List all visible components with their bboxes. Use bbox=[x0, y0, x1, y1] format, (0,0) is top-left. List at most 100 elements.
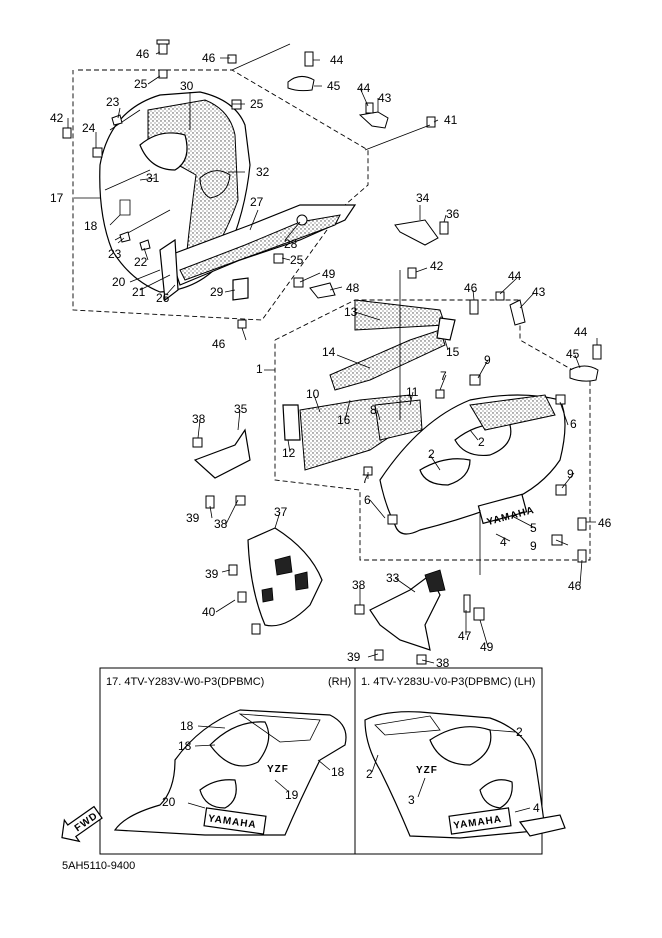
callout-36: 36 bbox=[446, 207, 460, 221]
callout-18: 18 bbox=[331, 765, 345, 779]
callout-16: 16 bbox=[337, 413, 351, 427]
callout-43: 43 bbox=[378, 91, 392, 105]
callout-20: 20 bbox=[162, 795, 176, 809]
bracket-33 bbox=[354, 569, 485, 665]
callout-38: 38 bbox=[436, 656, 450, 670]
leader-lines bbox=[67, 43, 598, 664]
callout-2: 2 bbox=[478, 435, 485, 449]
callout-46: 46 bbox=[202, 51, 216, 65]
fwd-arrow: FWD bbox=[61, 805, 103, 843]
callout-45: 45 bbox=[566, 347, 580, 361]
callout-25: 25 bbox=[250, 97, 264, 111]
callout-4: 4 bbox=[533, 801, 540, 815]
callout-34: 34 bbox=[416, 191, 430, 205]
callout-15: 15 bbox=[446, 345, 460, 359]
callout-20: 20 bbox=[112, 275, 126, 289]
callout-18: 18 bbox=[84, 219, 98, 233]
callout-28: 28 bbox=[284, 237, 298, 251]
callout-23: 23 bbox=[106, 95, 120, 109]
callout-6: 6 bbox=[570, 417, 577, 431]
callout-7: 7 bbox=[362, 472, 369, 486]
callout-38: 38 bbox=[352, 578, 366, 592]
callout-44: 44 bbox=[574, 325, 588, 339]
callout-46: 46 bbox=[464, 281, 478, 295]
callout-10: 10 bbox=[306, 387, 320, 401]
lower-cowling-lh: YAMAHA bbox=[379, 394, 566, 535]
callout-12: 12 bbox=[282, 446, 296, 460]
callout-46: 46 bbox=[212, 337, 226, 351]
callout-2: 2 bbox=[366, 767, 373, 781]
lh-panel-side: (LH) bbox=[514, 676, 535, 688]
callout-4: 4 bbox=[500, 535, 507, 549]
model-badge-lh: YZF bbox=[416, 765, 438, 776]
callout-14: 14 bbox=[322, 345, 336, 359]
callout-6: 6 bbox=[364, 493, 371, 507]
callout-47: 47 bbox=[458, 629, 472, 643]
lower-assembly-outline bbox=[274, 299, 591, 561]
callout-17: 17 bbox=[50, 191, 64, 205]
callout-39: 39 bbox=[205, 567, 219, 581]
callout-39: 39 bbox=[347, 650, 361, 664]
bracket-35 bbox=[192, 428, 251, 509]
callout-37: 37 bbox=[274, 505, 288, 519]
lower-fasteners bbox=[363, 291, 602, 563]
callout-3: 3 bbox=[408, 793, 415, 807]
callout-35: 35 bbox=[234, 402, 248, 416]
callout-45: 45 bbox=[327, 79, 341, 93]
callout-48: 48 bbox=[346, 281, 360, 295]
callout-44: 44 bbox=[330, 53, 344, 67]
callout-49: 49 bbox=[480, 640, 494, 654]
callout-41: 41 bbox=[444, 113, 458, 127]
callout-30: 30 bbox=[180, 79, 194, 93]
callout-27: 27 bbox=[250, 195, 264, 209]
callout-38: 38 bbox=[192, 412, 206, 426]
callout-44: 44 bbox=[357, 81, 371, 95]
callout-29: 29 bbox=[210, 285, 224, 299]
callout-33: 33 bbox=[386, 571, 400, 585]
panel-leader-lines bbox=[187, 725, 531, 813]
callout-42: 42 bbox=[50, 111, 64, 125]
callout-21: 21 bbox=[132, 285, 146, 299]
callout-18: 18 bbox=[178, 739, 192, 753]
callout-26: 26 bbox=[156, 291, 170, 305]
callout-13: 13 bbox=[344, 305, 358, 319]
callout-11: 11 bbox=[406, 385, 419, 399]
callout-39: 39 bbox=[186, 511, 200, 525]
callout-25: 25 bbox=[134, 77, 148, 91]
callout-42: 42 bbox=[430, 259, 444, 273]
callout-40: 40 bbox=[202, 605, 216, 619]
rh-cowling-illustration: YAMAHA YZF bbox=[113, 709, 347, 836]
callout-38: 38 bbox=[214, 517, 228, 531]
callout-31: 31 bbox=[146, 171, 160, 185]
callout-49: 49 bbox=[322, 267, 336, 281]
callout-7: 7 bbox=[440, 369, 447, 383]
callout-2: 2 bbox=[516, 725, 523, 739]
callout-46: 46 bbox=[568, 579, 582, 593]
reference-panel bbox=[99, 667, 543, 855]
callout-23: 23 bbox=[108, 247, 122, 261]
callout-9: 9 bbox=[567, 467, 574, 481]
callout-22: 22 bbox=[134, 255, 148, 269]
model-badge-rh: YZF bbox=[267, 764, 289, 775]
lh-panel-title: 1. 4TV-Y283U-V0-P3(DPBMC) bbox=[361, 676, 511, 688]
rh-panel-title: 17. 4TV-Y283V-W0-P3(DPBMC) bbox=[106, 676, 264, 688]
callout-5: 5 bbox=[530, 521, 537, 535]
side-panel-37 bbox=[228, 527, 323, 635]
lh-cowling-illustration: YAMAHA YZF bbox=[364, 711, 566, 839]
drawing-number: 5AH5110-9400 bbox=[62, 860, 135, 872]
callout-8: 8 bbox=[370, 403, 377, 417]
callout-43: 43 bbox=[532, 285, 546, 299]
callout-46: 46 bbox=[136, 47, 150, 61]
callout-24: 24 bbox=[82, 121, 96, 135]
callout-25: 25 bbox=[290, 253, 304, 267]
callout-44: 44 bbox=[508, 269, 522, 283]
callout-9: 9 bbox=[530, 539, 537, 553]
callout-46: 46 bbox=[598, 516, 612, 530]
callout-18: 18 bbox=[180, 719, 194, 733]
callout-32: 32 bbox=[256, 165, 270, 179]
callout-2: 2 bbox=[428, 447, 435, 461]
upper-fasteners bbox=[62, 39, 449, 329]
callout-9: 9 bbox=[484, 353, 491, 367]
rh-panel-side: (RH) bbox=[328, 676, 351, 688]
